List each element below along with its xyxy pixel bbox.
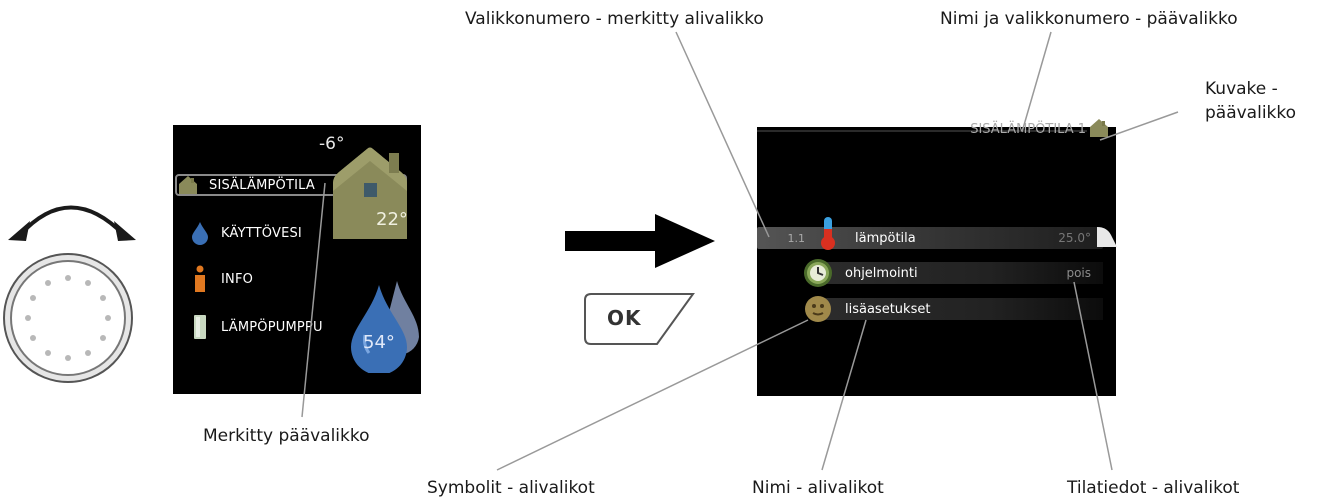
- menu-item-label: INFO: [221, 271, 254, 287]
- menu-item-heat-pump[interactable]: LÄMPÖPUMPPU: [189, 314, 411, 340]
- callout-line-marked-main: [301, 182, 326, 418]
- callout-symbols-sub: Symbolit - alivalikot: [427, 478, 595, 498]
- callout-line-symbols-sub: [496, 319, 809, 471]
- heat-pump-icon: [189, 315, 211, 339]
- settings-face-icon: [803, 294, 833, 328]
- callout-line-main-name-number: [1021, 31, 1052, 133]
- arrow-right-icon: [565, 214, 715, 268]
- ok-button[interactable]: OK: [583, 292, 697, 346]
- submenu-row-number: 1.1: [787, 231, 806, 245]
- house-icon: [1090, 119, 1108, 137]
- callout-line-icon-main: [1099, 111, 1179, 141]
- menu-item-label: SISÄLÄMPÖTILA: [209, 177, 316, 193]
- submenu-row-name: lämpötila: [855, 230, 916, 246]
- submenu-title: SISÄLÄMPÖTILA 1: [970, 122, 1086, 137]
- callout-icon-main-line1: Kuvake -: [1205, 79, 1278, 99]
- callout-line-submenu-number: [675, 31, 770, 238]
- menu-item-hot-water[interactable]: KÄYTTÖVESI: [189, 220, 411, 246]
- house-icon: [177, 174, 199, 196]
- submenu-row-advanced[interactable]: lisäasetukset: [805, 296, 1103, 322]
- hot-water-temperature: 54°: [363, 332, 395, 353]
- page-corner-icon: [1097, 227, 1117, 247]
- outdoor-temperature: -6°: [319, 134, 345, 154]
- house-status-icon: [333, 147, 407, 239]
- callout-line-status-sub: [1073, 281, 1113, 471]
- main-menu-screen: SISÄLÄMPÖTILA KÄYTTÖVESI INFO LÄMPÖPUMPP…: [173, 125, 421, 394]
- ok-button-shape: [584, 293, 695, 345]
- thermometer-icon: [821, 217, 835, 250]
- menu-item-label: KÄYTTÖVESI: [221, 225, 302, 241]
- info-icon: [189, 265, 211, 292]
- hot-water-status-icon: [351, 281, 419, 373]
- control-knob-icon[interactable]: [3, 253, 133, 383]
- callout-submenu-number: Valikkonumero - merkitty alivalikko: [465, 9, 764, 29]
- callout-icon-main-line2: päävalikko: [1205, 103, 1297, 123]
- menu-item-label: LÄMPÖPUMPPU: [221, 319, 323, 335]
- menu-item-info[interactable]: INFO: [189, 265, 411, 292]
- indoor-temperature: 22°: [376, 209, 408, 230]
- submenu-row-scheduling[interactable]: ohjelmointi pois: [804, 259, 1103, 287]
- clock-icon: [803, 258, 833, 292]
- submenu-row-status: 25.0°: [1058, 231, 1091, 245]
- submenu-row-name: lisäasetukset: [845, 301, 931, 317]
- title-divider: [757, 130, 1087, 132]
- ok-button-label: OK: [607, 306, 642, 330]
- rotate-arrow-icon: [8, 205, 136, 241]
- submenu-screen: SISÄLÄMPÖTILA 1 1.1 lämpötila 25.0° ohje…: [757, 119, 1117, 396]
- water-drop-icon: [189, 222, 211, 245]
- callout-name-sub: Nimi - alivalikot: [752, 478, 884, 498]
- callout-status-sub: Tilatiedot - alivalikot: [1067, 478, 1240, 498]
- callout-line-name-sub: [821, 319, 867, 471]
- callout-main-name-number: Nimi ja valikkonumero - päävalikko: [940, 9, 1238, 29]
- dial-illustration: [3, 205, 136, 383]
- submenu-row-status: pois: [1066, 266, 1091, 280]
- submenu-row-name: ohjelmointi: [845, 265, 918, 281]
- submenu-row-temperature[interactable]: 1.1 lämpötila 25.0°: [757, 217, 1103, 250]
- callout-marked-main: Merkitty päävalikko: [203, 426, 370, 446]
